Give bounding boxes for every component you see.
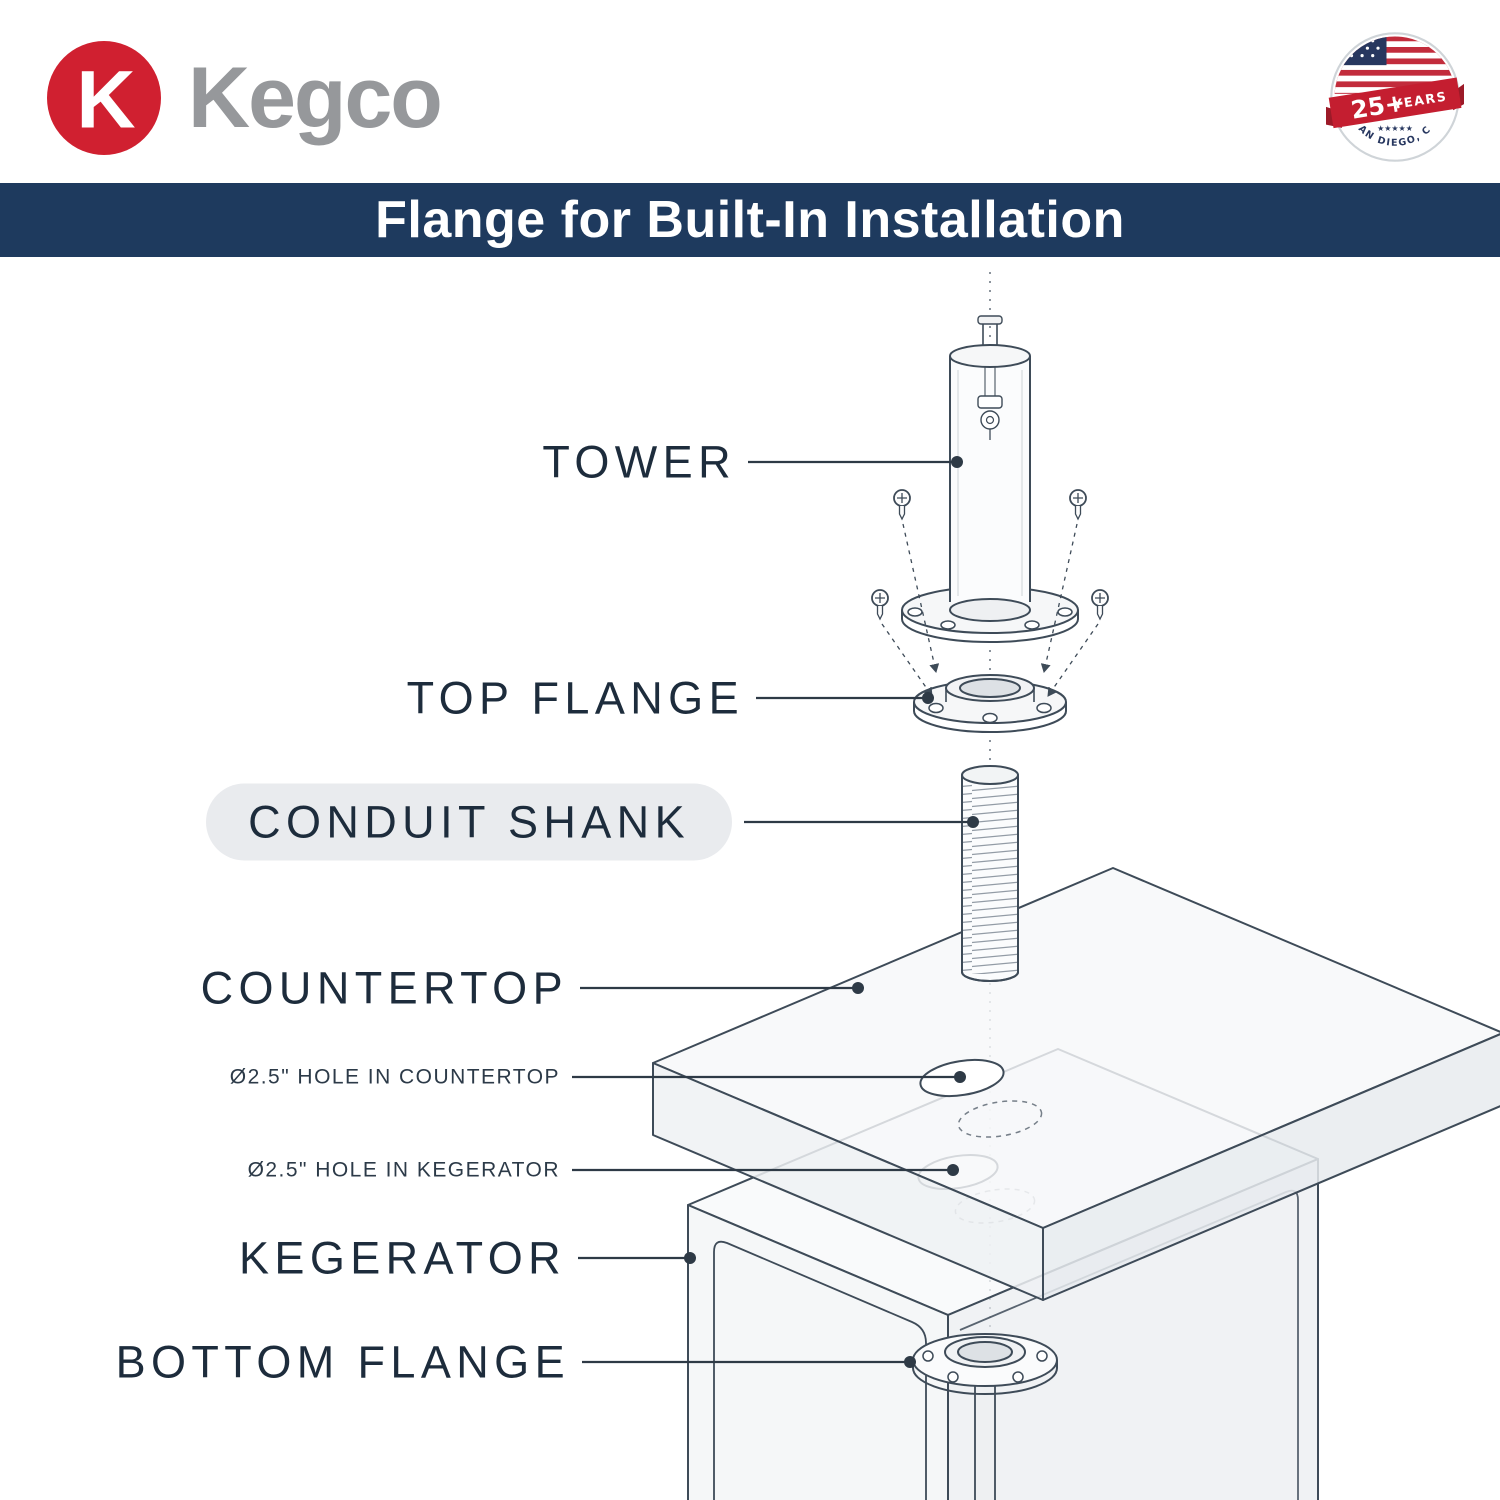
logo-circle <box>47 41 161 155</box>
tower-illustration <box>901 315 1079 643</box>
screw-icon <box>871 489 1109 621</box>
countertop-illustration <box>652 867 1500 1301</box>
page-title: Flange for Built-In Installation <box>375 191 1125 249</box>
logo-circle-icon: K <box>47 41 161 155</box>
label-hole-countertop: Ø2.5" HOLE IN COUNTERTOP <box>229 1065 560 1089</box>
label-conduit-shank: CONDUIT SHANK <box>206 783 732 861</box>
label-hole-kegerator: Ø2.5" HOLE IN KEGERATOR <box>247 1158 560 1182</box>
badge-stars: ★★★★★ <box>1377 124 1413 133</box>
mounting-screws <box>871 489 1109 697</box>
bottom-flange-illustration <box>912 1333 1058 1500</box>
label-bottom-flange: BOTTOM FLANGE <box>115 1336 570 1388</box>
label-tower: TOWER <box>542 436 736 488</box>
conduit-shank-illustration <box>961 765 1019 982</box>
anniversary-badge: 25+ YEARS ★★★★★ SAN DIEGO, CA <box>1326 28 1464 162</box>
brand-name: Kegco <box>188 50 443 146</box>
title-banner: Flange for Built-In Installation <box>0 183 1500 257</box>
logo-letter: K <box>76 55 135 146</box>
label-top-flange: TOP FLANGE <box>406 672 744 724</box>
kegco-logo: K Kegco <box>44 38 443 158</box>
label-countertop: COUNTERTOP <box>200 962 568 1014</box>
kegco-logo-mark-icon: K <box>44 38 164 158</box>
label-kegerator: KEGERATOR <box>239 1232 566 1284</box>
top-flange-illustration <box>913 674 1067 733</box>
leader-lines <box>572 456 979 1368</box>
